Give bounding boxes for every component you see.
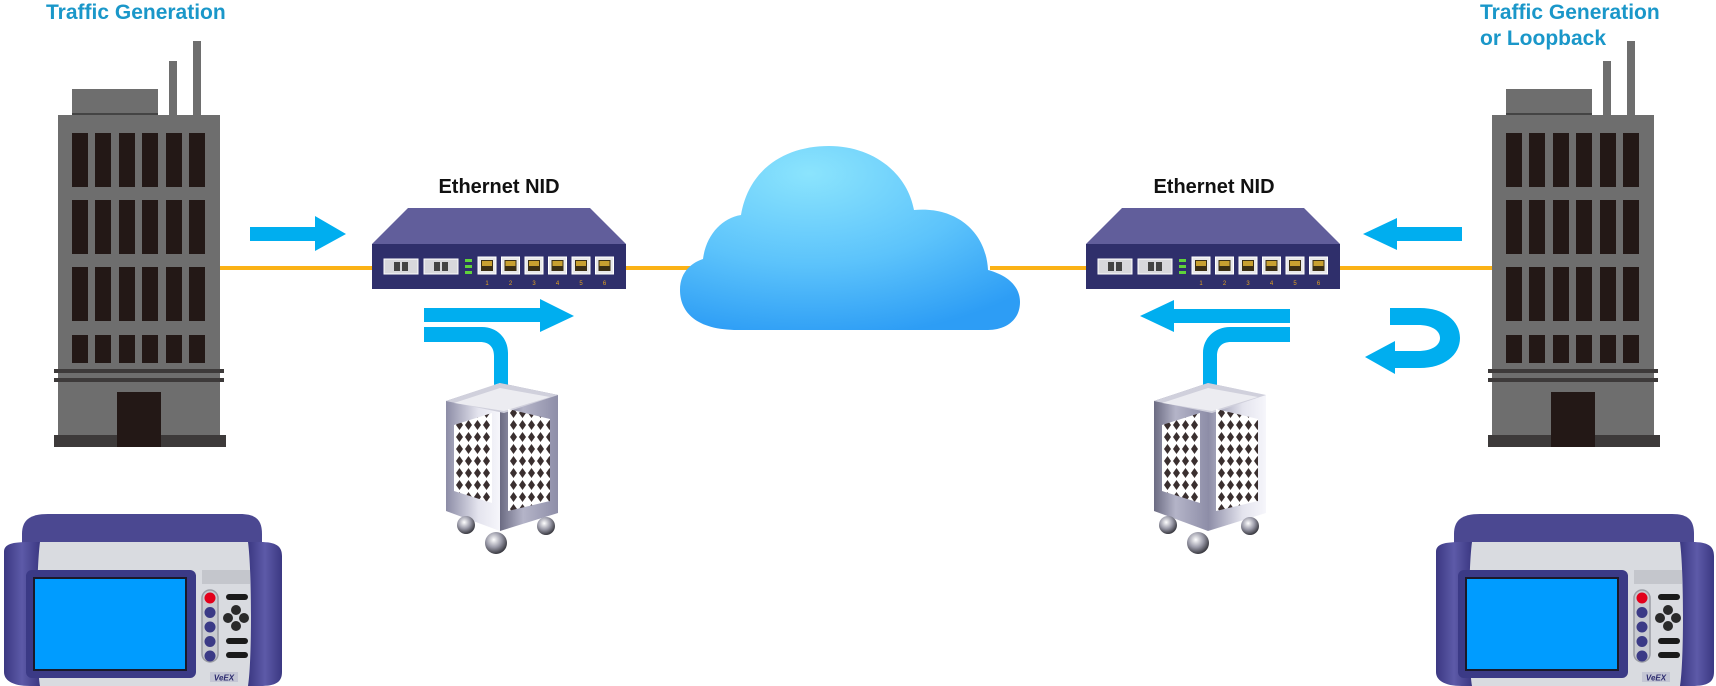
right-site-label-line2: or Loopback [1480,27,1607,50]
fiber-port-icon [1097,258,1133,275]
status-leds [465,259,472,274]
tester-button [1636,621,1648,633]
right-nid-label: Ethernet NID [1153,176,1275,198]
port-number-label: 6 [1317,281,1321,287]
right-site-label-line1: Traffic Generation [1480,1,1660,24]
ethernet-port-icon: 1 [1191,256,1211,287]
return-arrow-right-nid [1140,300,1290,332]
tester-screen [33,577,187,671]
ethernet-port-icon: 2 [1215,256,1234,287]
brand-logo: VeEX [210,672,238,683]
left-trash-bin-icon [446,383,558,554]
ethernet-port-icon: 3 [1238,256,1258,287]
tester-screen [1465,577,1619,671]
left-site-label: Traffic Generation [46,1,226,24]
left-handheld-tester-icon: VeEX [4,514,282,686]
port-number-label: 6 [603,281,607,287]
fiber-port-icon [423,258,459,275]
brand-logo-text: VeEX [214,674,235,683]
left-nid-label: Ethernet NID [438,176,560,198]
left-building-icon [54,41,226,447]
tester-button [204,636,216,647]
fiber-port-icon [1137,258,1173,275]
port-number-label: 3 [1246,281,1250,287]
network-cloud-icon [680,146,1020,330]
right-trash-bin-icon [1154,383,1266,554]
arrow-icon [250,216,346,251]
arrow-left-icon [1363,218,1462,250]
ethernet-port-icon: 6 [1309,256,1328,287]
arrow-icon [1363,218,1462,250]
tester-button [1636,650,1648,662]
ethernet-ports: 1 2 3 4 5 6 [1191,256,1328,287]
arrow-right-icon [250,216,346,251]
left-nid-device-icon: 1 2 3 4 5 6 [372,208,626,289]
ethernet-port-icon: 5 [1285,256,1305,287]
tester-button [204,650,216,662]
port-number-label: 2 [509,281,513,287]
ethernet-port-icon: 3 [524,256,544,287]
port-number-label: 5 [1293,281,1297,287]
ethernet-ports: 1 2 3 4 5 6 [477,256,614,287]
tester-button [204,621,216,633]
port-number-label: 1 [485,281,489,287]
tester-button [204,607,216,618]
port-number-label: 3 [532,281,536,287]
tester-button [204,592,216,604]
port-number-label: 4 [1270,281,1274,287]
ethernet-port-icon: 1 [477,256,497,287]
port-number-label: 5 [579,281,583,287]
loopback-u-turn-icon [1365,308,1460,374]
port-number-label: 4 [556,281,560,287]
port-number-label: 2 [1223,281,1227,287]
arrow-left-icon [1140,300,1290,332]
brand-logo-text: VeEX [1646,674,1667,683]
ethernet-port-icon: 4 [548,256,567,287]
brand-logo: VeEX [1642,672,1670,683]
forward-arrow-left-nid [424,299,574,332]
tester-button [1636,636,1648,647]
status-leds [1179,259,1186,274]
right-nid-device-icon: 1 2 3 4 5 6 [1086,208,1340,289]
ethernet-port-icon: 4 [1262,256,1281,287]
right-site-label: Traffic Generation or Loopback [1480,0,1660,52]
port-number-label: 1 [1199,281,1203,287]
right-handheld-tester-icon: VeEX [1436,514,1714,686]
tester-button [1636,592,1648,604]
ethernet-port-icon: 2 [501,256,520,287]
ethernet-port-icon: 6 [595,256,614,287]
tester-button [1636,607,1648,618]
arrow-right-icon [424,299,574,332]
right-building-icon [1488,41,1660,447]
fiber-port-icon [383,258,419,275]
ethernet-port-icon: 5 [571,256,591,287]
